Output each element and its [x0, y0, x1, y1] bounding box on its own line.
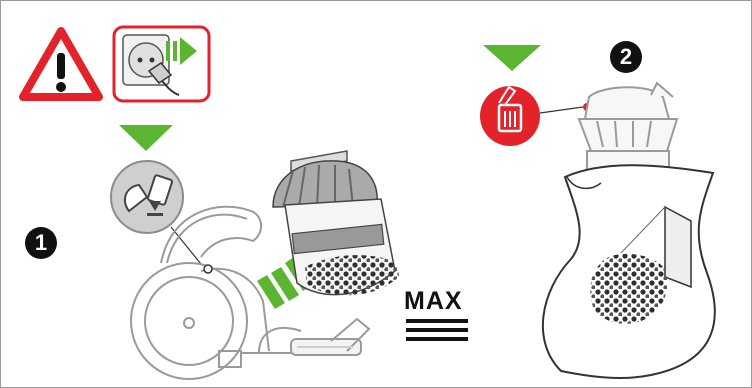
- warning-icon: [23, 31, 99, 97]
- max-fill-lines: [406, 319, 468, 346]
- arrow-down-icon: [483, 45, 541, 71]
- unplug-icon: [114, 27, 209, 101]
- max-fill-label: MAX: [404, 287, 463, 316]
- step-1-number: 1: [25, 227, 57, 259]
- bag-illustration: [543, 165, 715, 378]
- step-2-number: 2: [610, 41, 642, 73]
- arrow-down-icon: [119, 125, 173, 151]
- trash-can-icon: [480, 86, 540, 146]
- bin-release-icon: [111, 161, 183, 233]
